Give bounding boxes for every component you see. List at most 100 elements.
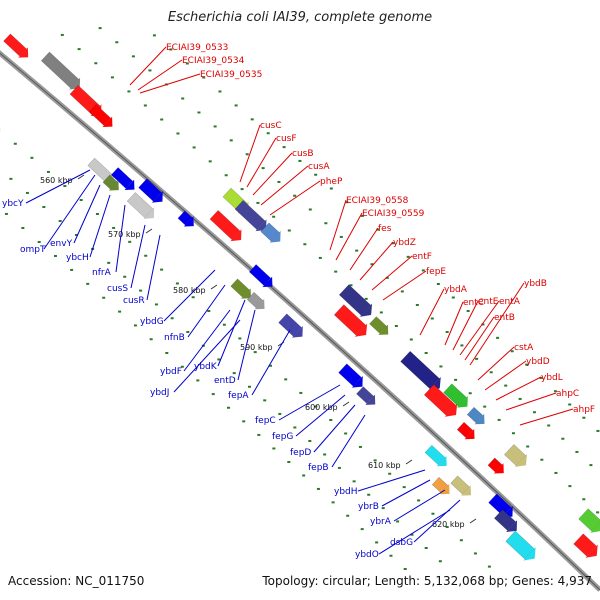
track-dot (302, 474, 306, 477)
forward-leader-line (239, 124, 261, 183)
reverse-gene-label: dsbG (390, 538, 413, 548)
forward-gene-5-arrowhead (255, 219, 267, 232)
reverse-leader-line (217, 299, 246, 367)
track-dot (115, 41, 119, 44)
track-dot (160, 268, 164, 271)
track-dot (406, 255, 410, 258)
track-dot (439, 365, 443, 368)
track-dot (192, 146, 196, 149)
reverse-gene-14 (450, 475, 471, 496)
forward-gene-label: entB (494, 313, 515, 323)
reverse-gene-label: ybdJ (150, 388, 169, 398)
track-dot (396, 520, 400, 523)
forward-leader-line (137, 59, 183, 91)
track-dot (316, 487, 320, 490)
track-dot (568, 485, 572, 488)
forward-gene-19 (573, 533, 598, 558)
reverse-gene-label: ybcY (2, 199, 24, 209)
forward-gene-label: ybdB (524, 279, 547, 289)
reverse-leader-line (73, 184, 101, 244)
forward-gene-10-arrowhead (378, 324, 389, 335)
forward-gene-15-body (456, 421, 474, 439)
reverse-gene-11-arrowhead (365, 394, 376, 405)
track-dot (186, 331, 190, 333)
track-dot (459, 539, 463, 542)
track-dot (468, 392, 472, 395)
kbp-tick-mark (77, 174, 85, 180)
track-dot (436, 282, 440, 285)
reverse-leader-line (115, 204, 126, 273)
reverse-gene-label: ybdG (140, 317, 164, 327)
forward-leader-line (505, 392, 557, 411)
track-dot (261, 167, 265, 170)
forward-gene-3 (88, 104, 113, 127)
track-dot (202, 76, 206, 79)
track-dot (337, 466, 341, 469)
forward-gene-label: ECIAI39_0535 (200, 70, 262, 80)
forward-leader-line (269, 180, 321, 216)
track-dot (518, 397, 522, 400)
track-dot (415, 303, 419, 306)
kbp-tick-label: 610 kbp (368, 461, 401, 470)
track-dot (345, 201, 349, 204)
reverse-gene-4 (126, 192, 155, 220)
track-dot (152, 34, 156, 37)
track-dot (539, 376, 543, 379)
track-dot (197, 111, 201, 114)
track-dot (102, 296, 106, 299)
track-dot (266, 132, 270, 135)
track-dot (263, 399, 267, 402)
track-dot (217, 358, 221, 361)
forward-gene-6-arrowhead (230, 229, 242, 242)
track-dot (185, 62, 189, 65)
track-dot (410, 533, 414, 536)
reverse-gene-2-body (102, 174, 118, 190)
reverse-gene-16 (505, 530, 536, 561)
track-dot (430, 317, 434, 320)
track-dot (379, 311, 383, 314)
track-dot (224, 174, 228, 177)
track-dot (269, 364, 272, 367)
track-dot (475, 357, 479, 360)
reverse-gene-label: ybrB (358, 502, 379, 512)
track-dot (375, 541, 379, 544)
reverse-gene-5-body (177, 210, 193, 226)
track-dot (568, 403, 572, 406)
track-dot (21, 226, 25, 229)
reverse-gene-8-arrowhead (262, 276, 273, 287)
kbp-tick-label: 620 kbp (432, 520, 465, 529)
forward-gene-3-arrowhead (102, 116, 113, 127)
reverse-gene-label: ybcH (66, 253, 89, 263)
track-dot (389, 554, 393, 557)
forward-gene-5-body (234, 200, 266, 230)
forward-gene-label: ybdA (444, 285, 468, 295)
track-dot (191, 296, 195, 299)
reverse-gene-2 (102, 174, 119, 191)
reverse-gene-1 (110, 167, 135, 190)
forward-leader-line (129, 46, 167, 86)
track-dot (227, 406, 230, 409)
forward-gene-10 (369, 316, 389, 335)
forward-gene-label: ybdZ (393, 238, 416, 248)
track-dot (314, 173, 318, 176)
reverse-gene-label: fepD (290, 448, 311, 458)
gene-labels: ECIAI39_0533ECIAI39_0534ECIAI39_0535cusC… (2, 43, 595, 560)
kbp-tick-mark (342, 401, 350, 407)
forward-gene-9 (333, 304, 368, 337)
forward-gene-label: cusB (292, 149, 314, 159)
forward-leader-line (444, 301, 464, 346)
reverse-gene-7-arrowhead (254, 298, 265, 310)
track-dot (540, 458, 544, 461)
reverse-gene-17-arrowhead (506, 520, 518, 532)
track-dot (487, 565, 491, 568)
track-dot (208, 160, 212, 163)
reverse-gene-label: fepC (255, 416, 276, 426)
track-dot (181, 97, 185, 100)
track-dot (424, 351, 428, 354)
track-dot (238, 337, 242, 340)
gene-features (3, 33, 600, 561)
reverse-gene-11-body (356, 386, 374, 404)
track-dot (451, 296, 455, 299)
track-dot (250, 118, 254, 121)
reverse-leader-line (173, 319, 241, 393)
